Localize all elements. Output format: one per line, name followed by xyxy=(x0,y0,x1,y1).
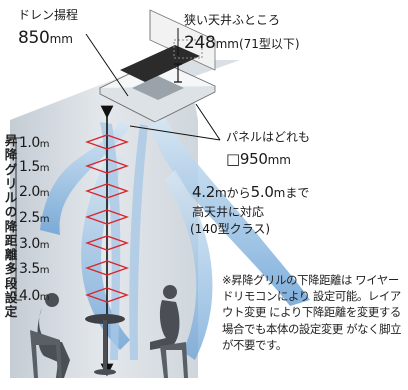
ceiling-value: 248mm(71型以下) xyxy=(184,35,300,52)
height-value: 1.5 xyxy=(19,159,40,175)
airflow-right-low xyxy=(165,170,213,360)
height-unit: m xyxy=(39,139,50,150)
height-value: 4.0 xyxy=(19,288,40,304)
height-label: 1.0m xyxy=(19,135,50,151)
grille-label: 昇降グリルの降距離多段設定 xyxy=(4,133,18,319)
ceiling-cassette xyxy=(99,9,216,123)
panel-leader-1 xyxy=(195,103,221,141)
panel-leader-2 xyxy=(129,125,221,141)
drain-number: 850 xyxy=(18,28,50,48)
range-to: 5.0 xyxy=(250,183,274,201)
height-marker xyxy=(85,235,129,251)
height-marker xyxy=(85,260,129,276)
drain-leader xyxy=(85,33,129,97)
ceiling-unit: mm xyxy=(215,37,239,51)
height-unit: m xyxy=(39,163,50,174)
height-marker xyxy=(85,134,129,150)
range-from: 4.2 xyxy=(192,183,215,201)
range-line2: 高天井に対応 xyxy=(192,205,265,219)
drain-unit: mm xyxy=(49,32,73,46)
drain-value: 850mm xyxy=(18,30,73,47)
height-value: 3.5 xyxy=(19,261,40,277)
height-marker xyxy=(85,183,129,199)
panel-unit: mm xyxy=(267,153,291,167)
panel-number: □950 xyxy=(226,150,268,168)
height-value: 2.0 xyxy=(19,184,40,200)
range-from-unit: mから xyxy=(214,186,251,200)
range-to-unit: mまで xyxy=(273,186,310,200)
height-unit: m xyxy=(39,240,50,251)
range-line3: (140型クラス) xyxy=(190,222,271,236)
height-label: 2.5m xyxy=(19,210,50,226)
height-unit: m xyxy=(39,292,50,303)
height-label: 3.0m xyxy=(19,236,50,252)
grille-bracket xyxy=(15,137,22,301)
airflow-center-r xyxy=(129,124,148,360)
ceiling-title: 狭い天井ふところ xyxy=(184,13,281,27)
height-marker xyxy=(85,158,129,174)
height-marker xyxy=(85,287,129,303)
height-label: 1.5m xyxy=(19,159,50,175)
height-range: 4.2mから5.0mまで xyxy=(192,184,309,200)
office-people xyxy=(30,285,188,378)
panel-title: パネルはどれも xyxy=(226,130,311,144)
height-label: 3.5m xyxy=(19,261,50,277)
footnote: ※昇降グリルの下降距離は ワイヤードリモコンにより 設定可能。レイアウト変更 に… xyxy=(222,273,402,352)
airflow-center xyxy=(100,122,121,360)
panel-value: □950mm xyxy=(226,151,291,167)
height-marker xyxy=(85,209,129,225)
height-value: 2.5 xyxy=(19,210,40,226)
height-unit: m xyxy=(39,214,50,225)
ceiling-number: 248 xyxy=(184,33,216,53)
airflow-left-low xyxy=(81,150,130,350)
drain-title: ドレン揚程 xyxy=(18,8,79,22)
height-markers xyxy=(85,134,129,303)
height-value: 1.0 xyxy=(19,135,40,151)
ceiling-bracket xyxy=(174,63,182,83)
height-label: 2.0m xyxy=(19,184,50,200)
ceiling-note: (71型以下) xyxy=(238,37,300,51)
airflow-right xyxy=(150,118,310,306)
height-unit: m xyxy=(39,265,50,276)
height-value: 3.0 xyxy=(19,236,40,252)
height-label: 4.0m xyxy=(19,288,50,304)
height-unit: m xyxy=(39,188,50,199)
